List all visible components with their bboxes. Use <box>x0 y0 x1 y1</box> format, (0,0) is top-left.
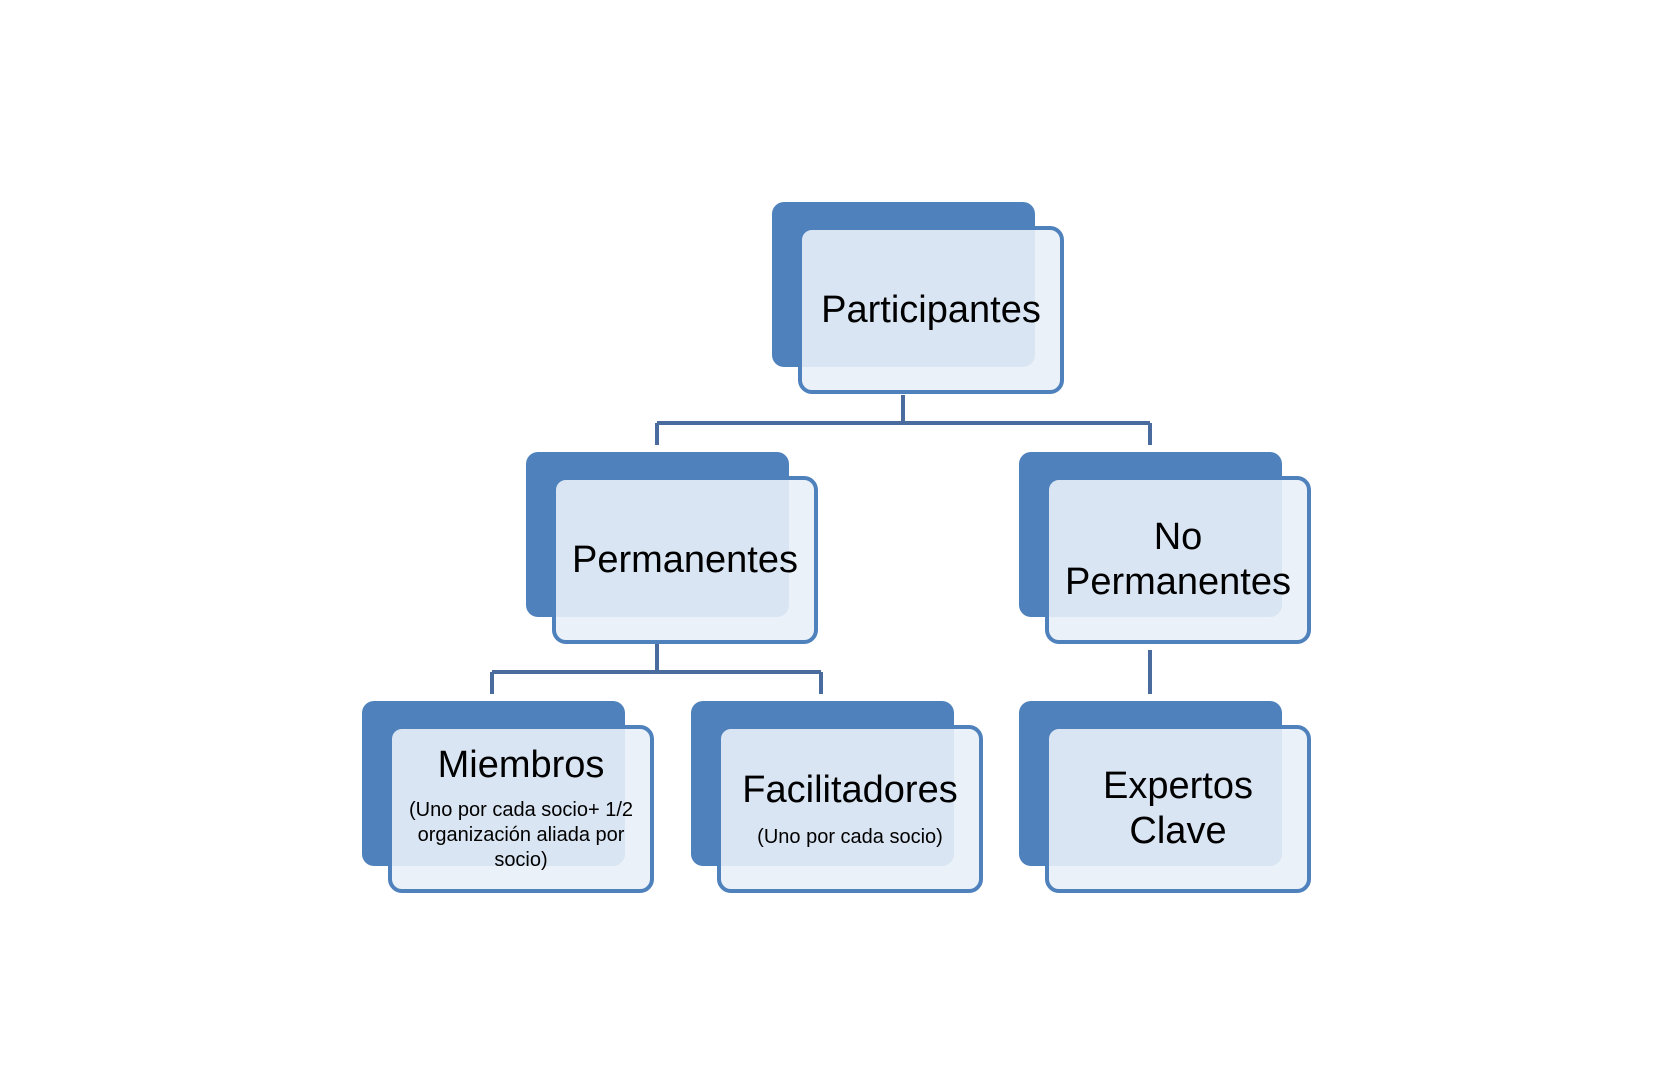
node-facilitadores-title: Facilitadores <box>742 769 958 811</box>
node-expertos-title: Expertos Clave <box>1103 765 1253 852</box>
node-facilitadores-subtitle: (Uno por cada socio) <box>757 826 943 848</box>
node-box: Expertos Clave <box>1045 725 1311 893</box>
node-box: Permanentes <box>552 476 818 644</box>
node-box: Facilitadores (Uno por cada socio) <box>717 725 983 893</box>
node-box: Miembros (Uno por cada socio+ 1/2 organi… <box>388 725 654 893</box>
node-miembros-subtitle: (Uno por cada socio+ 1/2 organización al… <box>408 799 634 871</box>
node-permanentes-title: Permanentes <box>571 538 798 581</box>
node-box: No Permanentes <box>1045 476 1311 644</box>
node-miembros-title: Miembros <box>437 744 605 786</box>
node-no-permanentes-title: No Permanentes <box>1064 516 1291 603</box>
node-box: Participantes <box>798 226 1064 394</box>
node-participantes-title: Participantes <box>821 288 1041 331</box>
